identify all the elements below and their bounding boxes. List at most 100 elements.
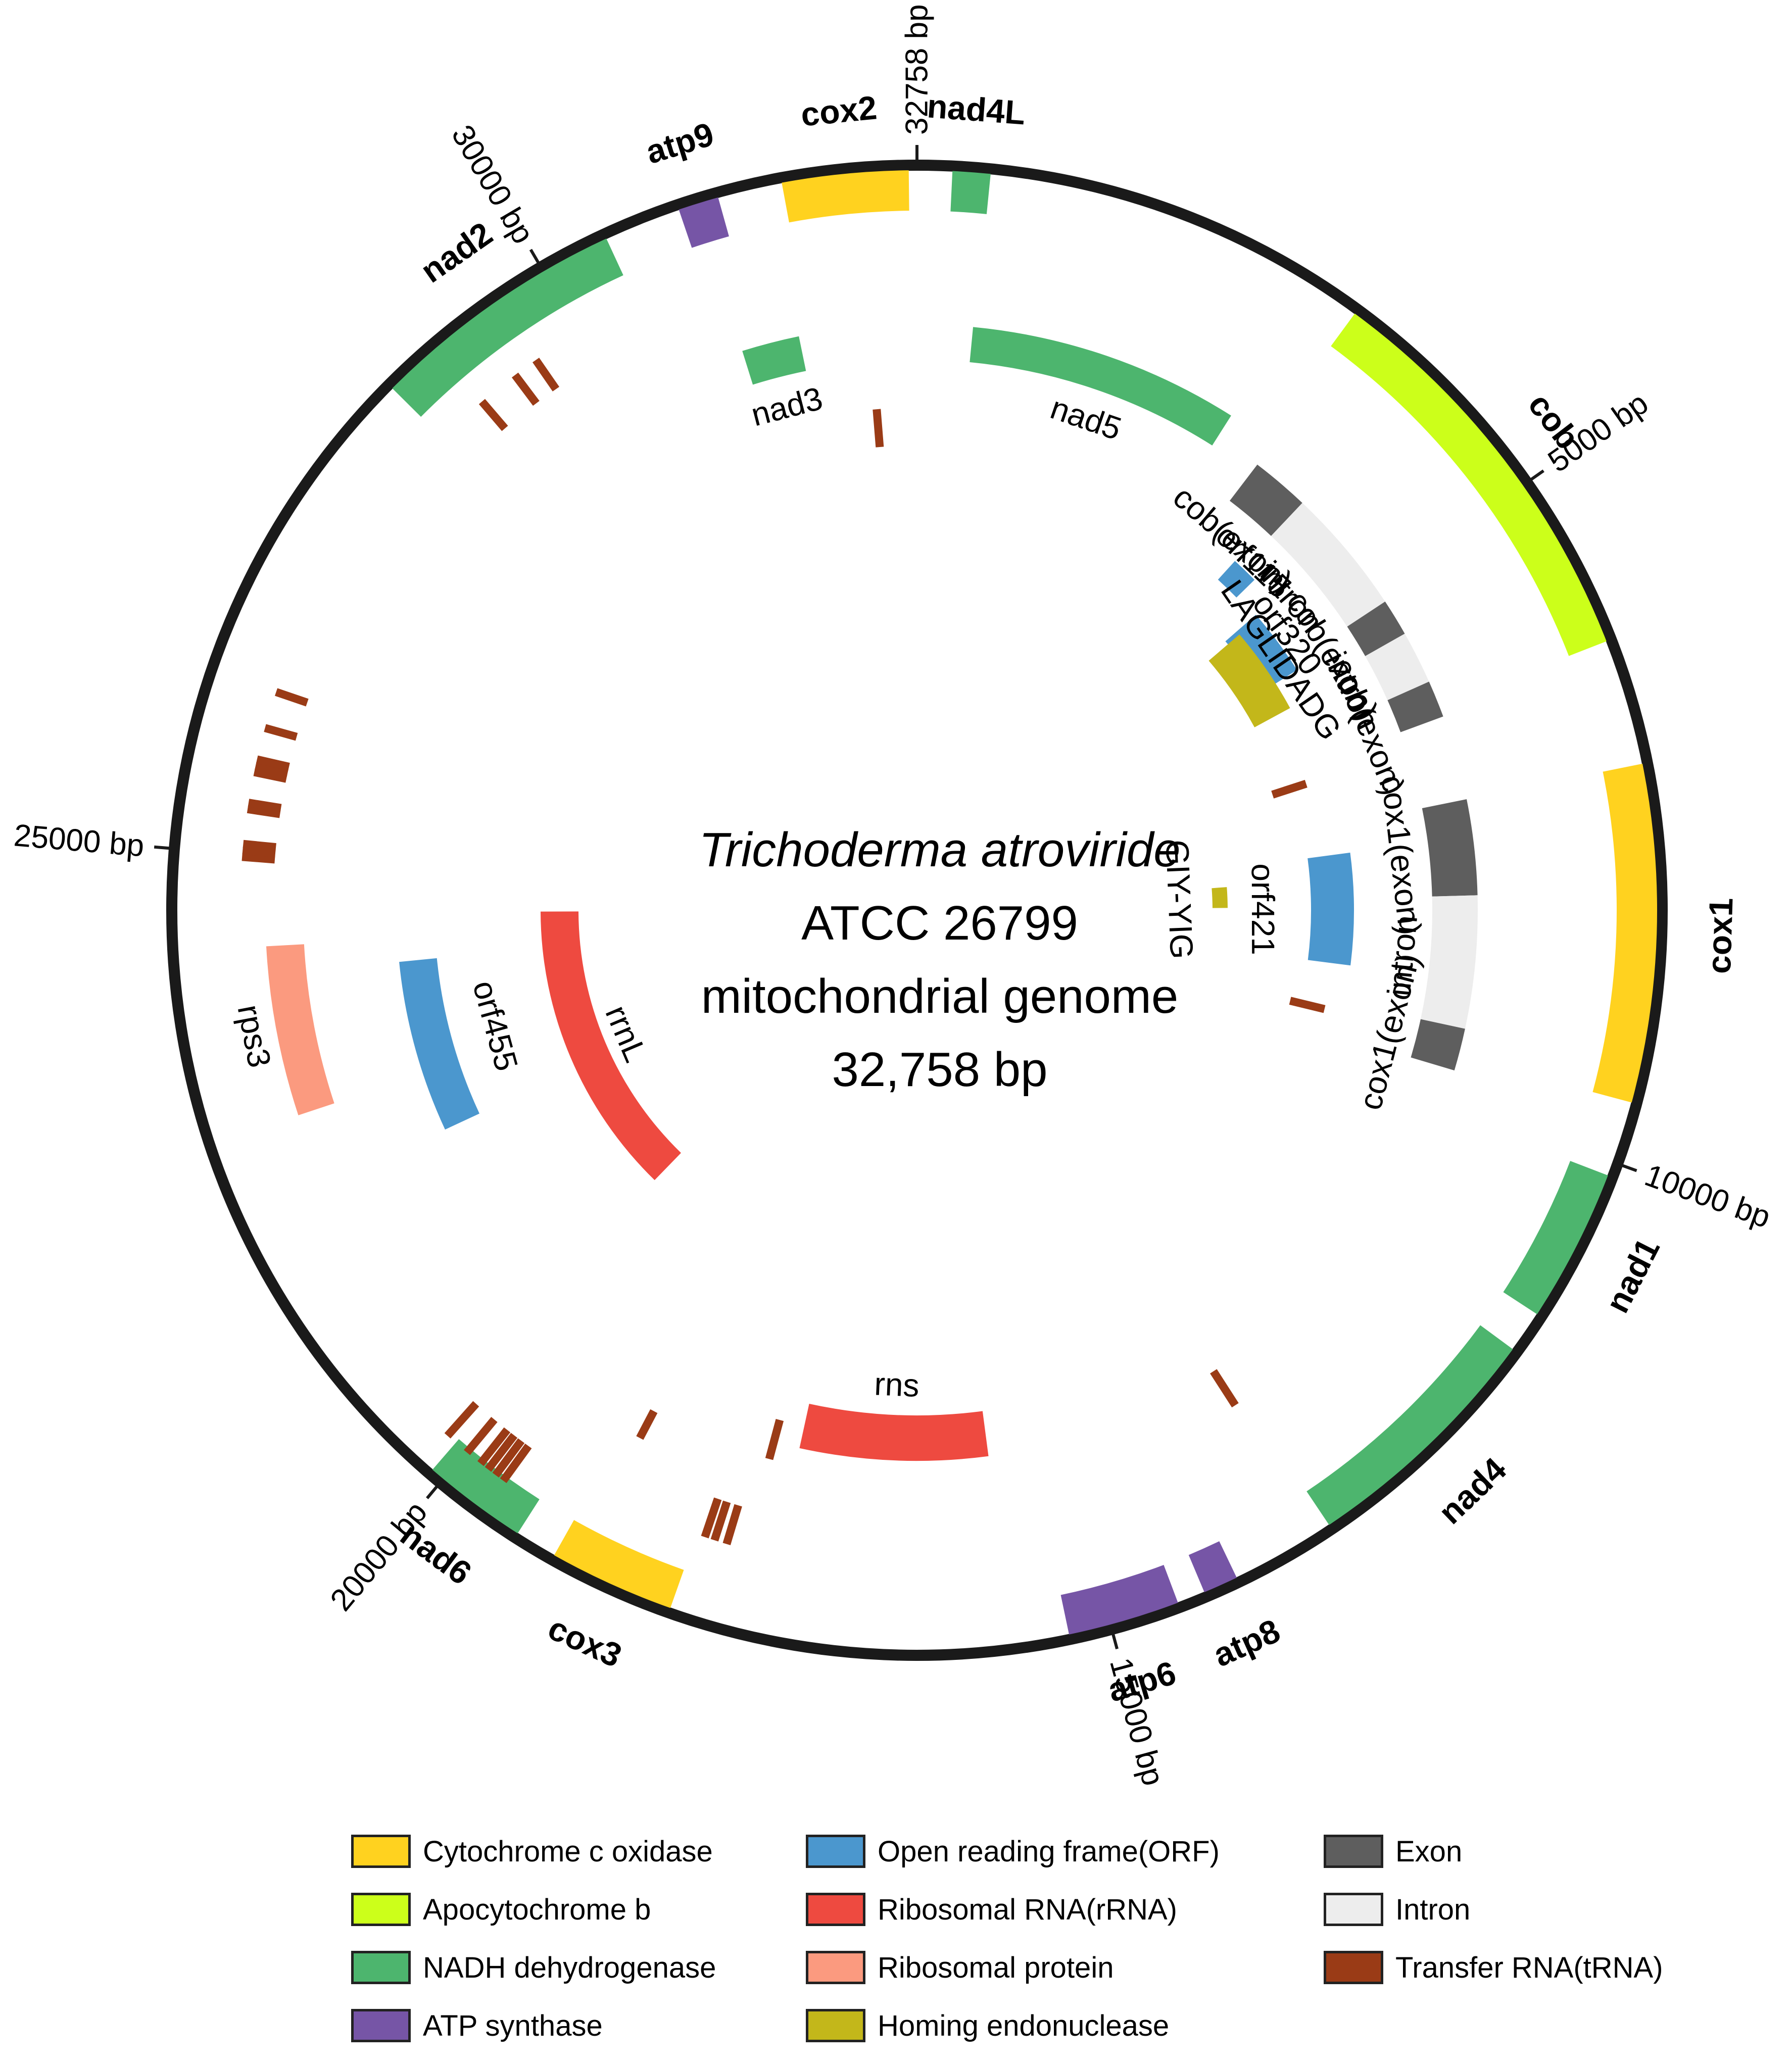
feature-cob-exon-2 — [1347, 601, 1405, 656]
legend-label: Homing endonuclease — [878, 2009, 1170, 2042]
feature-rns — [799, 1403, 989, 1461]
legend-label: Ribosomal protein — [878, 1951, 1114, 1984]
feature-rrnl — [541, 911, 681, 1180]
feature-giy-yig — [1212, 887, 1228, 908]
legend-item: Apocytochrome b — [351, 1892, 716, 1927]
feature-laglidadg — [1208, 634, 1290, 727]
label-nad1: nad1 — [1598, 1232, 1667, 1318]
label-nad3: nad3 — [747, 380, 826, 433]
legend-item: NADH dehydrogenase — [351, 1950, 716, 1985]
legend-swatch — [806, 2009, 865, 2042]
legend-label: Intron — [1395, 1893, 1471, 1926]
trna-mark-22 — [256, 755, 290, 771]
legend-label: Ribosomal RNA(rRNA) — [878, 1893, 1177, 1926]
feature-cob-intron-1 — [1271, 503, 1385, 627]
feature-nad4l — [950, 171, 991, 214]
feature-cox2 — [782, 170, 909, 223]
feature-cox1-exon-2 — [1411, 1019, 1465, 1071]
position-tick-2 — [1621, 1163, 1637, 1172]
label-cox1-exon-2: cox1(exon) — [1351, 950, 1426, 1114]
legend-item: Exon — [1324, 1834, 1663, 1869]
title-length: 32,758 bp — [832, 1043, 1047, 1097]
label-cox1-intron: intron — [1381, 914, 1425, 998]
position-tick-6 — [529, 249, 541, 265]
legend-column-2: Open reading frame(ORF) Ribosomal RNA(rRN… — [806, 1834, 1220, 2066]
feature-nad4 — [1306, 1325, 1513, 1525]
feature-orf421 — [1307, 852, 1354, 966]
trna-mark-26 — [511, 372, 540, 406]
trna-mark-25 — [478, 399, 508, 431]
trna-mark-27 — [532, 358, 560, 391]
label-orf455: orf455 — [466, 976, 525, 1074]
legend-item: Homing endonuclease — [806, 2008, 1220, 2043]
label-nad4: nad4 — [1431, 1450, 1514, 1531]
legend-item: Ribosomal protein — [806, 1950, 1220, 1985]
legend-swatch — [351, 2009, 411, 2042]
position-tick-4 — [426, 1485, 439, 1499]
label-cox3: cox3 — [543, 1609, 627, 1675]
position-tick-label-2: 10000 bp — [1640, 1158, 1775, 1235]
legend-label: Apocytochrome b — [423, 1893, 651, 1926]
legend-swatch — [351, 1835, 411, 1868]
legend-item: Transfer RNA(tRNA) — [1324, 1950, 1663, 1985]
label-nad4l: nad4L — [926, 87, 1027, 131]
label-rns: rns — [874, 1365, 920, 1404]
trna-mark-3 — [1210, 1369, 1239, 1408]
feature-tracks — [154, 145, 1668, 1661]
feature-cox3 — [554, 1520, 684, 1608]
feature-orf320 — [1225, 614, 1297, 692]
legend-item: Intron — [1324, 1892, 1663, 1927]
trna-mark-12 — [477, 1427, 511, 1466]
legend-item: Open reading frame(ORF) — [806, 1834, 1220, 1869]
legend-label: ATP synthase — [423, 2009, 603, 2042]
position-tick-3 — [1111, 1633, 1119, 1650]
feature-cox1 — [1592, 763, 1657, 1103]
trna-mark-2 — [1289, 997, 1326, 1013]
position-tick-1 — [1529, 469, 1544, 481]
feature-cob-intron-2 — [1365, 633, 1429, 701]
position-tick-label-5: 25000 bp — [13, 818, 146, 863]
trna-mark-8 — [636, 1409, 658, 1440]
feature-orf115 — [1218, 561, 1255, 598]
legend-item: Ribosomal RNA(rRNA) — [806, 1892, 1220, 1927]
feature-nad2 — [392, 238, 623, 417]
trna-mark-6 — [701, 1497, 722, 1539]
trna-mark-15 — [241, 853, 275, 864]
feature-nad3 — [742, 336, 806, 385]
legend-label: Open reading frame(ORF) — [878, 1835, 1220, 1868]
label-cox2: cox2 — [799, 88, 879, 133]
label-nad5: nad5 — [1046, 389, 1126, 447]
legend-label: Exon — [1395, 1835, 1463, 1868]
label-cox1: cox1 — [1700, 897, 1740, 974]
trna-mark-17 — [243, 840, 276, 852]
label-cox1-exon-1: cox1(exon) — [1374, 774, 1428, 937]
legend-item: Cytochrome c oxidase — [351, 1834, 716, 1869]
feature-nad5 — [970, 327, 1231, 446]
legend-swatch — [806, 1893, 865, 1926]
feature-cob-exon-1 — [1230, 464, 1302, 536]
feature-cox1-exon-1 — [1422, 799, 1478, 897]
trna-mark-4 — [722, 1504, 742, 1545]
title-type: mitochondrial genome — [701, 969, 1179, 1023]
feature-orf455 — [399, 958, 479, 1130]
trna-mark-20 — [253, 768, 287, 783]
trna-mark-10 — [492, 1438, 525, 1478]
label-giy-yig: GIY-YIG — [1159, 839, 1200, 960]
trna-mark-14 — [444, 1401, 479, 1439]
legend-swatch — [806, 1835, 865, 1868]
position-tick-label-0: 32758 bp — [900, 4, 935, 135]
legend-label: Transfer RNA(tRNA) — [1395, 1951, 1663, 1984]
trna-mark-9 — [500, 1443, 532, 1484]
genome-title: Trichoderma atroviride ATCC 26799 mitoch… — [699, 823, 1180, 1097]
trna-mark-0 — [873, 409, 884, 448]
trna-mark-5 — [710, 1500, 731, 1542]
legend-swatch — [351, 1951, 411, 1984]
title-species: Trichoderma atroviride — [699, 823, 1180, 877]
trna-mark-7 — [765, 1418, 784, 1460]
legend-label: NADH dehydrogenase — [423, 1951, 716, 1984]
legend-swatch — [351, 1893, 411, 1926]
feature-cob-exon-3 — [1387, 681, 1443, 732]
feature-atp6 — [1060, 1565, 1178, 1635]
